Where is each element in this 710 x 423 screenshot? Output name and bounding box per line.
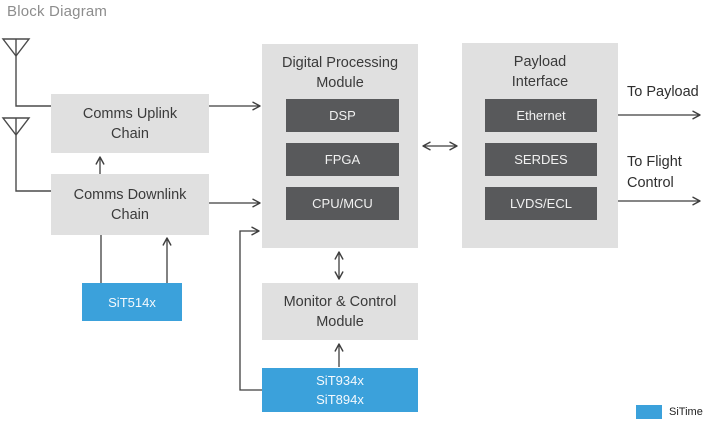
chip-ethernet: Ethernet	[485, 99, 597, 132]
chip-label: SERDES	[514, 152, 568, 167]
antenna-feed-line	[15, 118, 51, 192]
legend-color-swatch	[636, 405, 662, 419]
label-to-payload: To Payload	[627, 84, 699, 100]
chip-label: CPU/MCU	[312, 196, 373, 211]
page-title: Block Diagram	[7, 3, 108, 20]
chip-label: DSP	[329, 108, 356, 123]
block-monitor-control-module: Monitor & Control Module	[262, 283, 418, 340]
antenna-icon	[1, 38, 31, 58]
block-comms-downlink-chain: Comms Downlink Chain	[51, 174, 209, 235]
part-label: SiT934x SiT894x	[316, 373, 364, 407]
block-comms-uplink-chain: Comms Uplink Chain	[51, 94, 209, 153]
chip-lvds-ecl: LVDS/ECL	[485, 187, 597, 220]
chip-cpu-mcu: CPU/MCU	[286, 187, 399, 220]
label-to-flight-control: To Flight Control	[627, 154, 682, 191]
block-sit934x-sit894x: SiT934x SiT894x	[262, 368, 418, 412]
chip-label: FPGA	[324, 152, 361, 167]
block-sit514x: SiT514x	[82, 283, 182, 321]
chip-label: LVDS/ECL	[510, 196, 572, 211]
block-title: Payload Interface	[511, 54, 569, 90]
legend-label: SiTime	[669, 406, 703, 418]
arrow-sit934x-to-dpm	[239, 226, 262, 391]
block-label: Comms Downlink Chain	[73, 186, 187, 223]
chip-label: Ethernet	[516, 108, 566, 123]
antenna-icon	[1, 117, 31, 137]
chip-serdes: SERDES	[485, 143, 597, 176]
block-label: Monitor & Control Module	[283, 293, 397, 330]
chip-dsp: DSP	[286, 99, 399, 132]
chip-fpga: FPGA	[286, 143, 399, 176]
block-label: Comms Uplink Chain	[82, 105, 178, 142]
part-label: SiT514x	[108, 294, 156, 310]
block-title: Digital Processing Module	[281, 55, 399, 91]
antenna-feed-line	[15, 39, 51, 107]
